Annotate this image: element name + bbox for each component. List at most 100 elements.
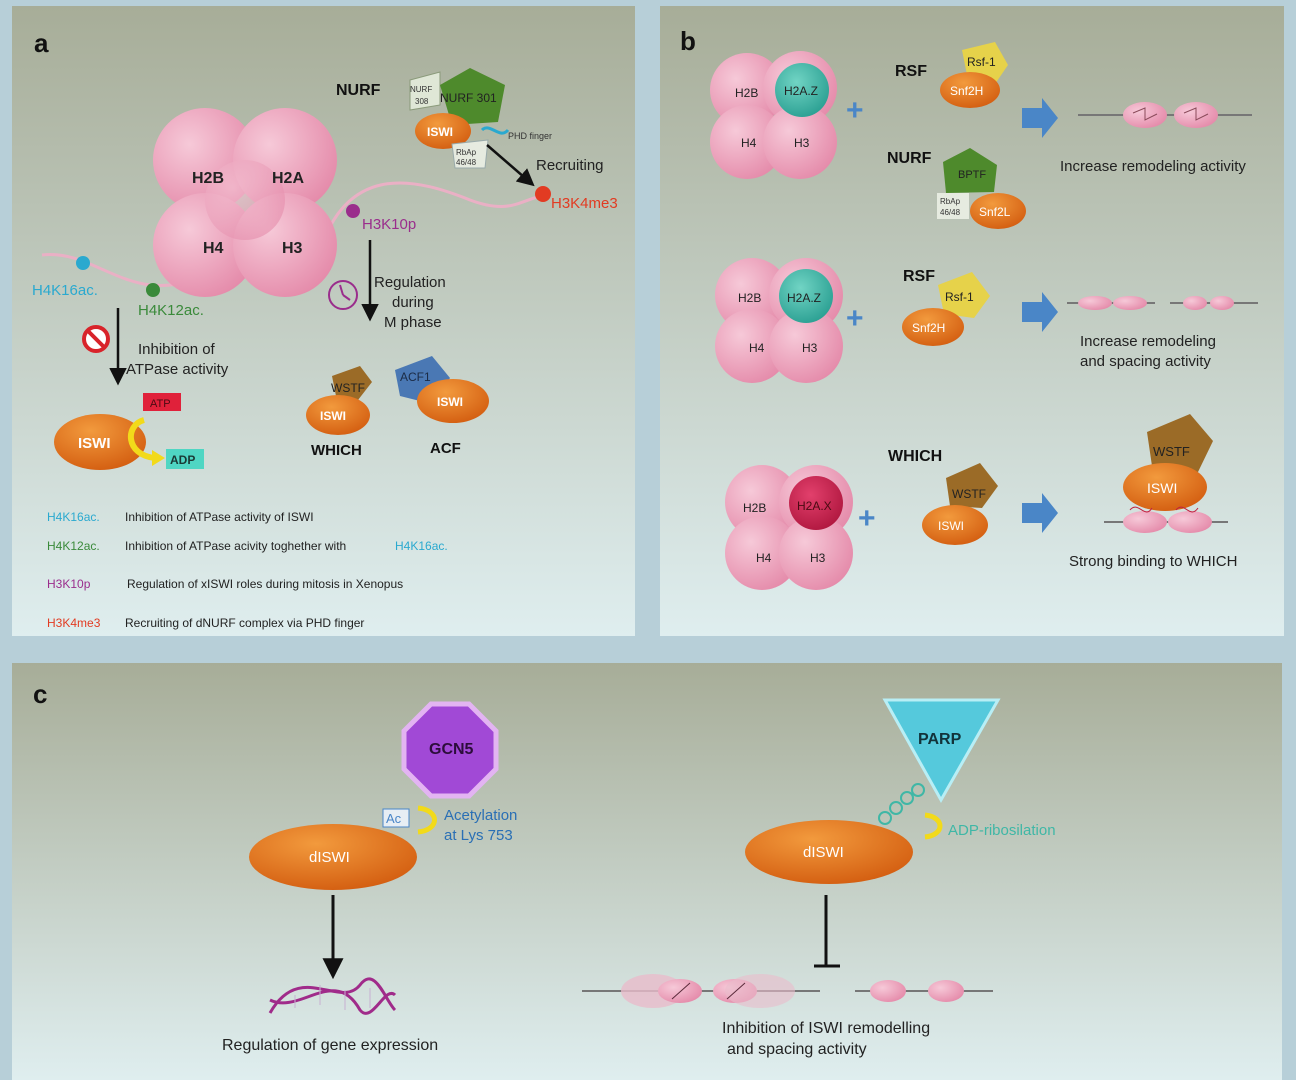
row2-h2b-label: H2B	[738, 291, 761, 305]
legend-text-4: Recruiting of dNURF complex via PHD fing…	[125, 616, 364, 630]
plus-icon-row3: +	[858, 502, 876, 535]
row1-rsf1-label: Rsf-1	[967, 55, 996, 69]
histone-h2b-label: H2B	[192, 170, 224, 187]
h4k12ac-label: H4K12ac.	[138, 302, 204, 319]
nurf301-shape	[440, 68, 505, 125]
row2-rsf1-label: Rsf-1	[945, 290, 974, 304]
acetylation-label-1: Acetylation	[444, 807, 517, 824]
row1-var-label: H2A.Z	[784, 84, 818, 98]
clock-icon	[328, 280, 358, 310]
nurf308-label-1: NURF	[410, 85, 432, 94]
regulation-label-2: during	[392, 294, 434, 311]
nurf-label: NURF	[336, 82, 381, 99]
phd-finger-label: PHD finger	[508, 131, 552, 141]
nurf301-label: NURF 301	[440, 91, 497, 105]
row1-snf2h-label: Snf2H	[950, 84, 983, 98]
parp-label: PARP	[918, 731, 962, 748]
adp-ribose-chain	[878, 783, 925, 825]
wstf-label-a: WSTF	[331, 381, 365, 395]
atp-label: ATP	[150, 398, 171, 410]
histone-h4-label: H4	[203, 240, 224, 257]
nurf-iswi-shape	[415, 113, 471, 149]
row1-snf2h-shape	[940, 72, 1000, 108]
regulation-label-3: M phase	[384, 314, 442, 331]
acf1-label: ACF1	[400, 370, 431, 384]
nucleosome-core	[153, 108, 337, 297]
row3-h3-label: H3	[810, 551, 826, 565]
legend-extra-2: H4K16ac.	[395, 539, 448, 553]
adp-ribosylation-curl-arrow	[924, 812, 943, 840]
panel-c: c GCN5 Ac Acetylation at Lys 753 dISWI R…	[12, 663, 1282, 1080]
ac-label: Ac	[386, 811, 402, 826]
inhibition-label-2: ATPase activity	[126, 361, 229, 378]
panel-c-letter: c	[33, 679, 47, 709]
legend-mark-3: H3K10p	[47, 577, 91, 591]
nurf308-label-2: 308	[415, 97, 429, 106]
legend-mark-2: H4K12ac.	[47, 539, 100, 553]
row2-snf2h-shape	[902, 308, 964, 346]
panel-a-background	[12, 6, 635, 636]
inhibition-result-label-1: Inhibition of ISWI remodelling	[722, 1020, 930, 1037]
atp-hydrolysis-arrow	[127, 417, 156, 461]
diswi-right-label: dISWI	[803, 844, 844, 861]
diswi-right-shape	[745, 820, 913, 884]
row1-snf2l-shape	[970, 193, 1026, 229]
row3-wstf-shape	[946, 463, 998, 508]
h4k12ac-dot	[146, 283, 160, 297]
panel-a-legend: H4K16ac. Inhibition of ATPase activity o…	[47, 510, 448, 630]
row1-h4-label: H4	[741, 136, 757, 150]
row2-rsf1-shape	[938, 272, 990, 318]
row1-nurf-label: NURF	[887, 150, 932, 167]
row2-result-label-1: Increase remodeling	[1080, 333, 1216, 350]
nucleosome-h2ax	[725, 465, 853, 590]
row3-arrow-icon	[1022, 493, 1058, 533]
histone-tail-right	[318, 181, 546, 251]
diswi-left-shape	[249, 824, 417, 890]
row2-arrow-icon	[1022, 292, 1058, 332]
adp-box	[166, 449, 204, 469]
row2-h4-label: H4	[749, 341, 765, 355]
row2-var-label: H2A.Z	[787, 291, 821, 305]
acetylation-label-2: at Lys 753	[444, 827, 513, 844]
panel-a-letter: a	[34, 28, 49, 58]
row3-var-label: H2A.X	[797, 499, 832, 513]
parp-triangle	[882, 698, 1001, 804]
recruiting-arrow	[486, 144, 535, 187]
row3-wstf2-label: WSTF	[1153, 444, 1190, 459]
inhibition-result-label-2: and spacing activity	[727, 1041, 867, 1058]
nurf-iswi-label: ISWI	[427, 125, 453, 139]
legend-text-3: Regulation of xISWI roles during mitosis…	[127, 577, 403, 591]
legend-text-2: Inhibition of ATPase acivity toghether w…	[125, 539, 346, 553]
row3-result-label: Strong binding to WHICH	[1069, 553, 1237, 570]
which-iswi-label: ISWI	[320, 409, 346, 423]
acf-label: ACF	[430, 440, 461, 457]
ac-box	[382, 808, 410, 828]
rbap-shape	[451, 139, 489, 169]
row3-wstf2-shape	[1147, 414, 1213, 472]
h4k16ac-dot	[76, 256, 90, 270]
h3k10p-label: H3K10p	[362, 216, 416, 233]
plus-icon-row1: +	[846, 94, 864, 127]
phd-finger-squiggle	[480, 126, 510, 135]
h3k4me3-label: H3K4me3	[551, 195, 618, 212]
which-iswi-shape	[306, 395, 370, 435]
h3k10p-dot	[346, 204, 360, 218]
nucleosome-h2az-2	[715, 258, 843, 383]
row1-snf2l-label: Snf2L	[979, 205, 1011, 219]
acf-iswi-shape	[417, 379, 489, 423]
row1-result-label: Increase remodeling activity	[1060, 158, 1246, 175]
row3-wstf-label: WSTF	[952, 487, 986, 501]
row1-rbap-shape	[937, 193, 969, 219]
row1-h2b-label: H2B	[735, 86, 758, 100]
nurf308-shape	[409, 71, 441, 111]
row3-h2b-label: H2B	[743, 501, 766, 515]
row3-iswi2-shape	[1123, 463, 1207, 511]
row2-rsf-label: RSF	[903, 268, 935, 285]
gene-expression-label: Regulation of gene expression	[222, 1037, 438, 1054]
row1-bptf-label: BPTF	[958, 169, 986, 181]
row1-rbap-label-1: RbAp	[940, 197, 961, 206]
panel-c-background	[12, 663, 1282, 1080]
which-label-a: WHICH	[311, 442, 362, 459]
atp-box	[143, 393, 181, 411]
recruiting-label: Recruiting	[536, 157, 604, 174]
